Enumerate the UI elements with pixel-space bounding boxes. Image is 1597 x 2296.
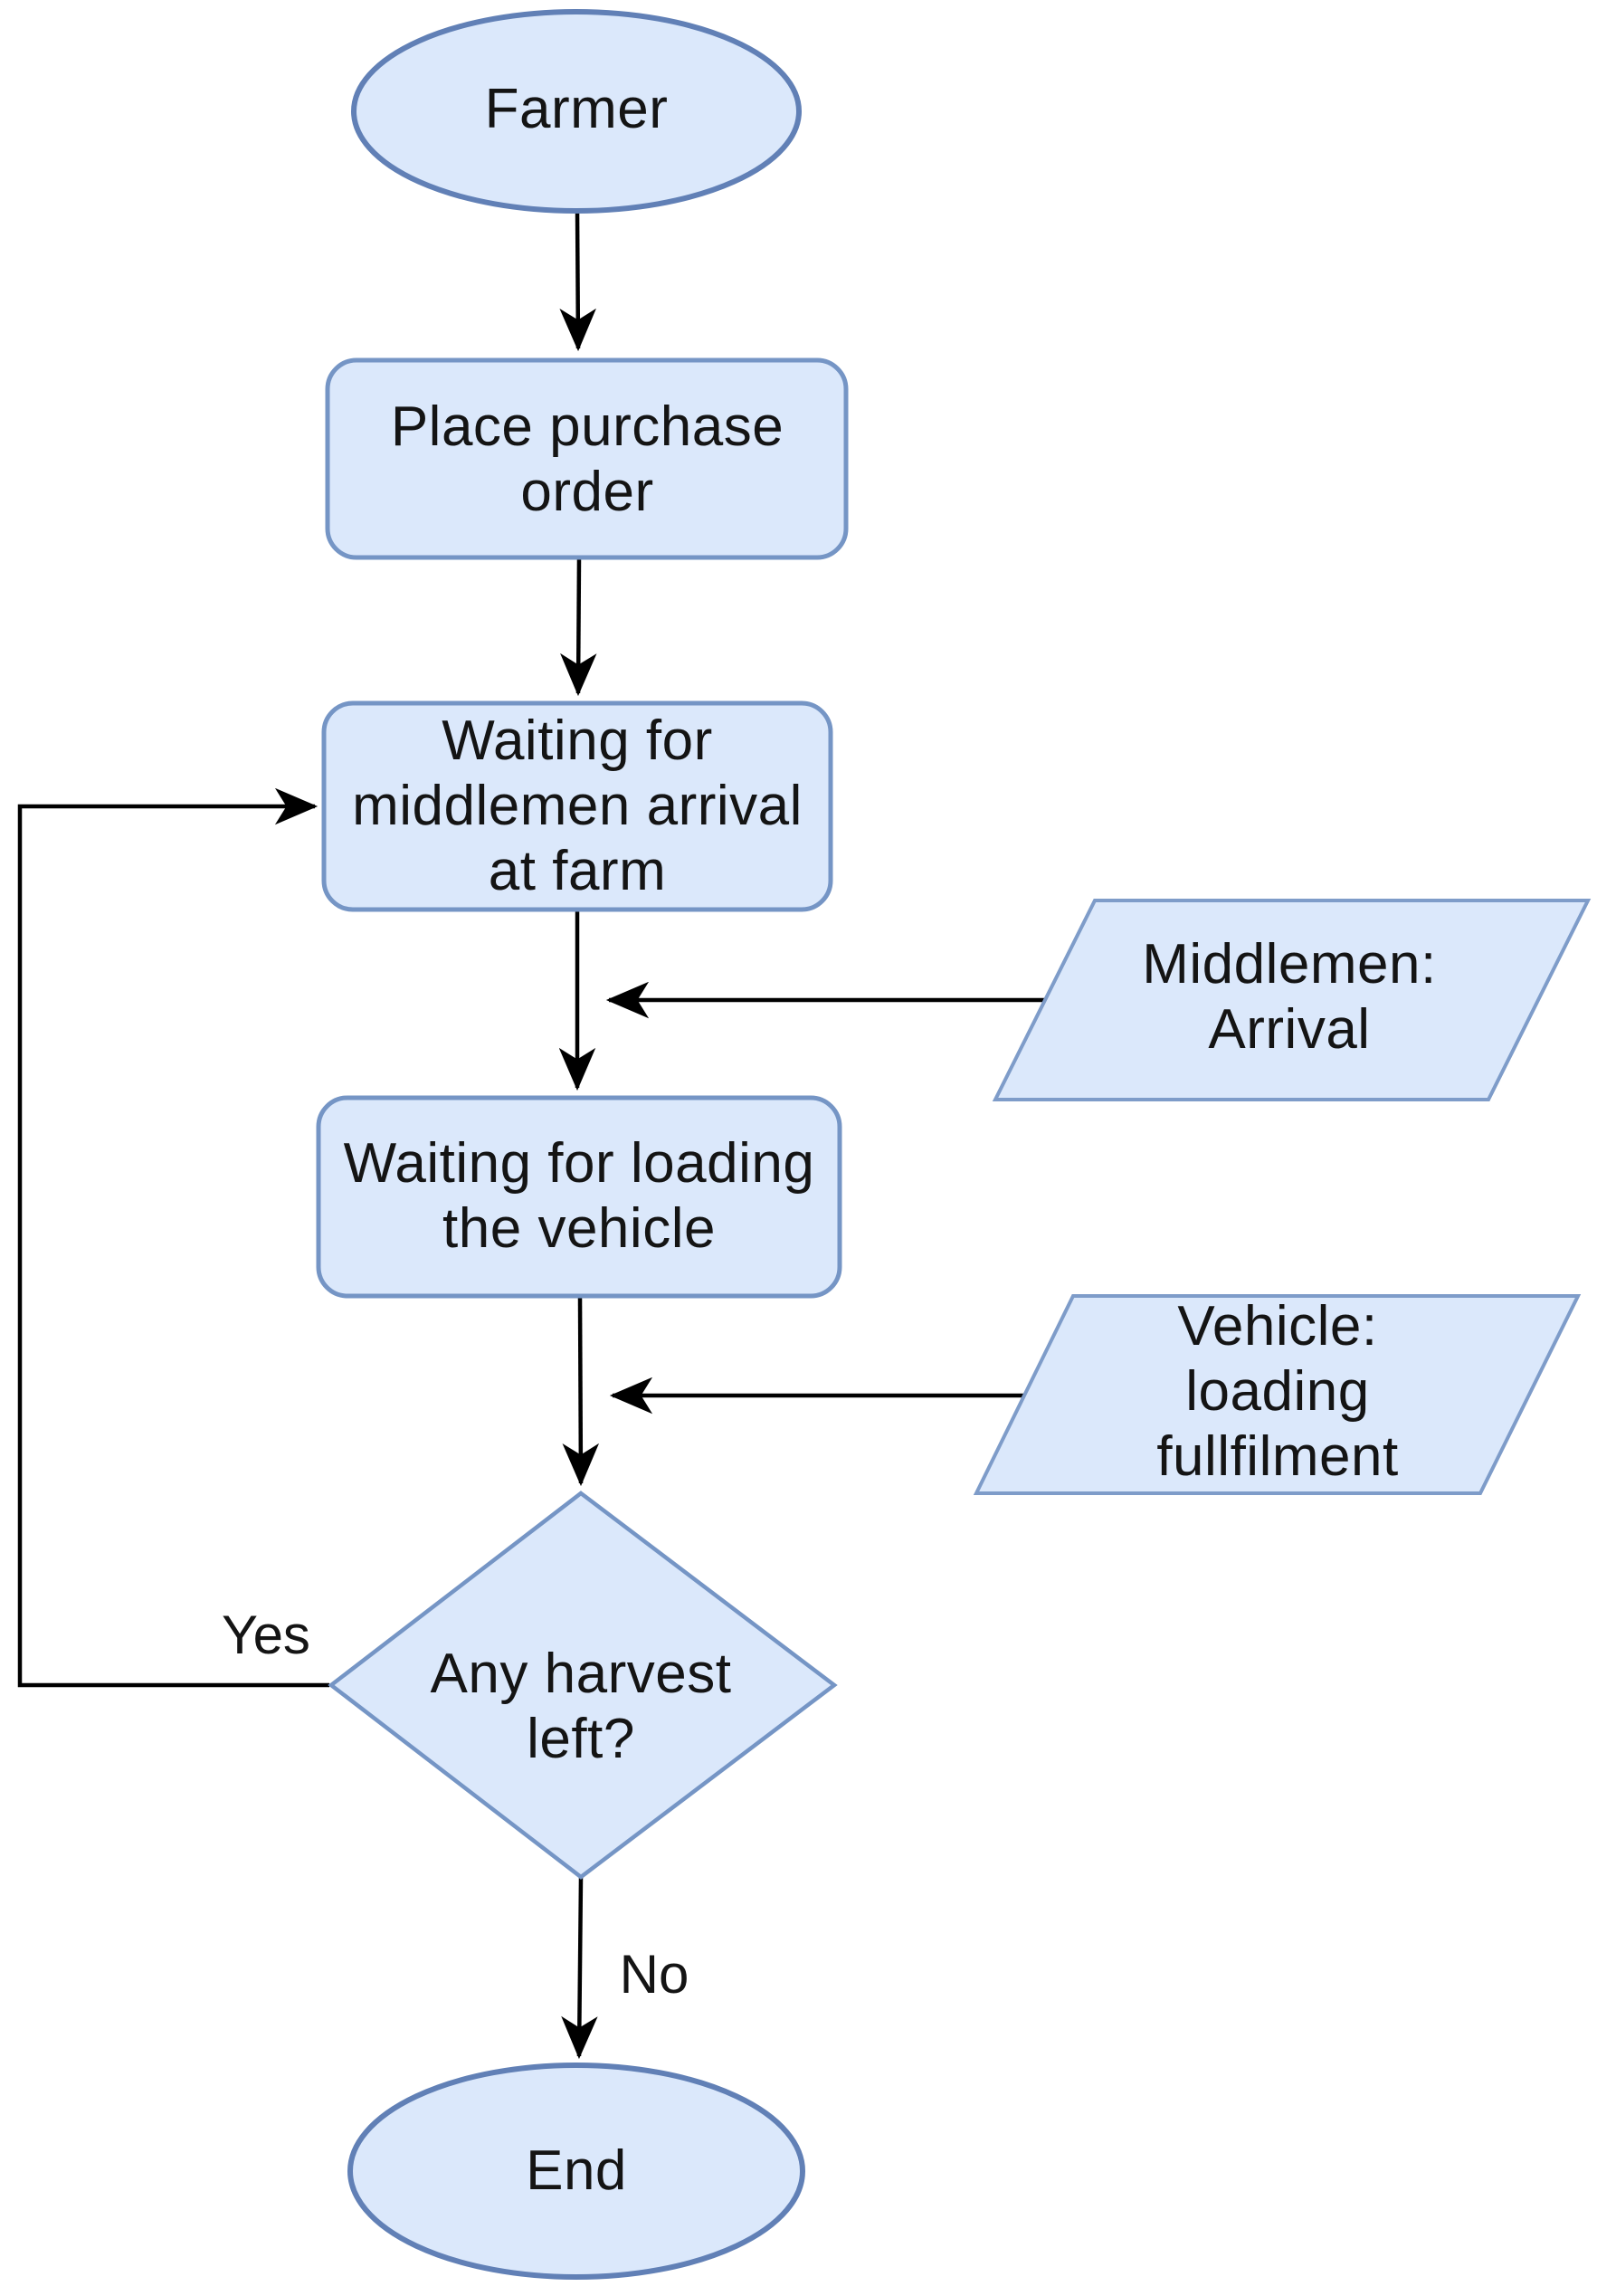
parallelogram-vehicle-loading-fulfilment-label: Vehicle: loading fullfilment: [1156, 1295, 1399, 1488]
terminator-end-label: End: [526, 2139, 627, 2202]
edge-decision-to-end-no: [561, 1877, 598, 2060]
process-waiting-middlemen-arrival: [321, 700, 833, 912]
process-waiting-loading-vehicle-label: Waiting for loading the vehicle: [343, 1132, 815, 1260]
terminator-farmer-label: Farmer: [484, 78, 669, 140]
parallelogram-vehicle-loading-fulfilment: [973, 1294, 1582, 1495]
terminator-farmer: [351, 9, 802, 214]
process-waiting-middlemen-arrival-label: Waiting for middlemen arrival at farm: [352, 710, 803, 902]
parallelogram-middlemen-arrival-label: Middlemen: Arrival: [1142, 933, 1437, 1061]
terminator-end: [347, 2063, 805, 2280]
edge-label-no: No: [619, 1944, 689, 2005]
edge-decision-to-wait-middlemen-yes: [17, 787, 329, 1688]
process-waiting-loading-vehicle: [316, 1095, 842, 1299]
edge-farmer-to-place-order: [559, 210, 596, 352]
decision-any-harvest-left-label: Any harvest left?: [430, 1643, 732, 1770]
edge-wait-loading-to-decision: [562, 1296, 600, 1487]
process-place-purchase-order: [325, 357, 849, 560]
decision-any-harvest-left: [328, 1491, 838, 1880]
parallelogram-middlemen-arrival: [992, 899, 1592, 1101]
edge-label-yes: Yes: [222, 1605, 310, 1665]
edge-place-order-to-wait-middlemen: [560, 557, 597, 697]
process-place-purchase-order-label: Place purchase order: [390, 395, 784, 523]
